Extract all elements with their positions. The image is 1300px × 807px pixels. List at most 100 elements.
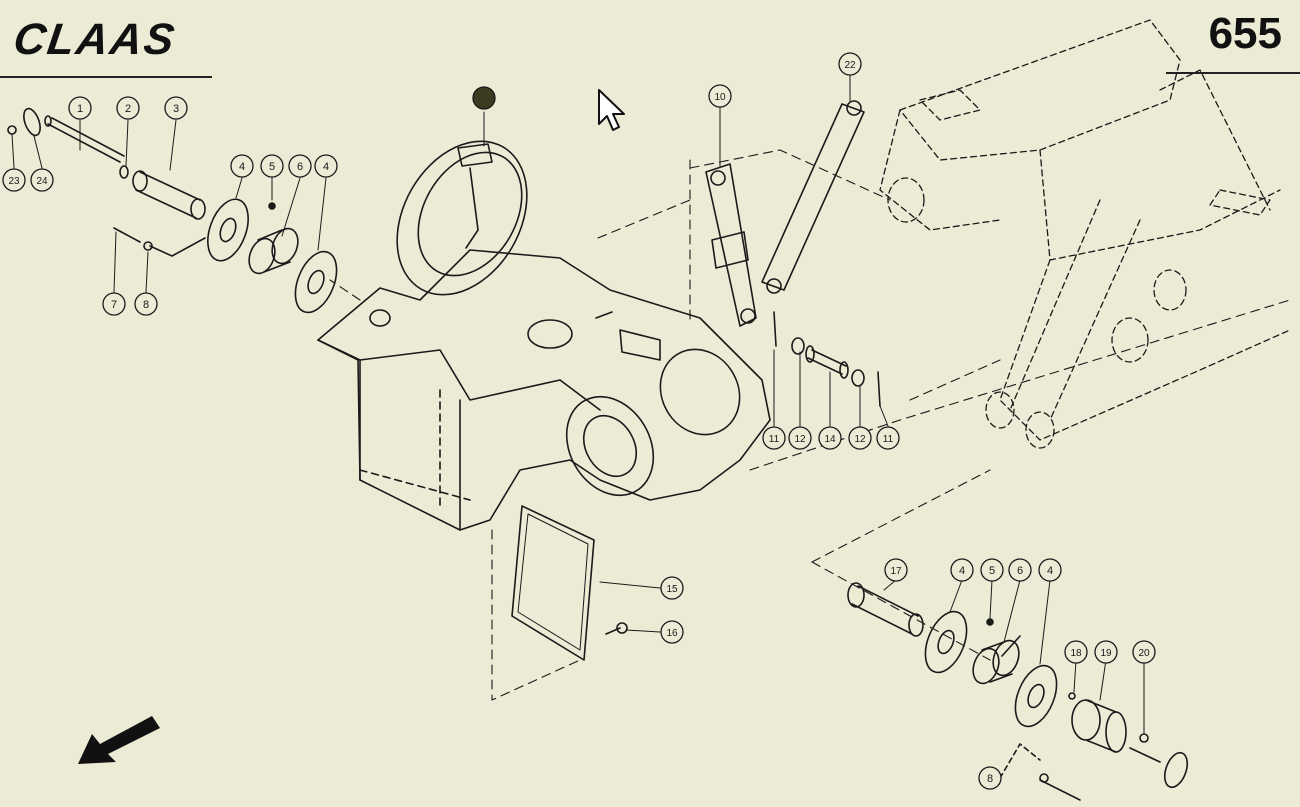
shaft-assembly-right[interactable] [847, 582, 1192, 801]
cover-plate-part[interactable] [511, 505, 628, 661]
callout-c18[interactable]: 18 [1064, 640, 1088, 664]
callout-circle[interactable] [230, 154, 254, 178]
callout-number: 10 [714, 92, 726, 103]
callout-number: 8 [987, 773, 993, 785]
lever-arm-part[interactable] [705, 163, 757, 327]
callout-circle[interactable] [164, 96, 188, 120]
callout-circle[interactable] [660, 576, 684, 600]
gearbox-housing[interactable] [317, 118, 771, 531]
callout-circle[interactable] [884, 558, 908, 582]
bushing-part[interactable] [135, 171, 201, 219]
callout-circle[interactable] [68, 96, 92, 120]
callout-c11b[interactable]: 11 [876, 426, 900, 450]
callout-circle[interactable] [980, 558, 1004, 582]
callout-number: 6 [297, 161, 303, 173]
callout-c8[interactable]: 8 [134, 292, 158, 316]
bearing-part[interactable] [245, 235, 280, 277]
callout-c5a[interactable]: 5 [260, 154, 284, 178]
callout-circle[interactable] [116, 96, 140, 120]
callout-c5b[interactable]: 5 [980, 558, 1004, 582]
callout-number: 24 [36, 176, 48, 187]
callout-leaders-lower [883, 579, 1145, 735]
callout-circle[interactable] [314, 154, 338, 178]
bolt-part[interactable] [47, 117, 125, 163]
callout-circle[interactable] [818, 426, 842, 450]
callout-circle[interactable] [1132, 640, 1156, 664]
callout-number: 17 [890, 566, 902, 577]
callout-c12b[interactable]: 12 [848, 426, 872, 450]
callout-number: 3 [173, 103, 179, 115]
callout-leaders [11, 75, 889, 633]
flange-part[interactable] [200, 194, 256, 266]
pin-assembly-part[interactable] [773, 311, 881, 407]
callout-number: 4 [1047, 565, 1053, 577]
callout-c6a[interactable]: 6 [288, 154, 312, 178]
callout-c3[interactable]: 3 [164, 96, 188, 120]
callout-c15[interactable]: 15 [660, 576, 684, 600]
callout-circle[interactable] [1094, 640, 1118, 664]
callout-c22[interactable]: 22 [838, 52, 862, 76]
callout-number: 7 [111, 299, 117, 311]
callout-circle[interactable] [1038, 558, 1062, 582]
back-arrow-icon[interactable] [74, 712, 164, 768]
callout-c16[interactable]: 16 [660, 620, 684, 644]
machine-frame-outline [879, 19, 1291, 449]
callout-circle[interactable] [762, 426, 786, 450]
callout-c24[interactable]: 24 [30, 168, 54, 192]
callout-c4c[interactable]: 4 [950, 558, 974, 582]
callout-number: 4 [959, 565, 965, 577]
callout-c4a[interactable]: 4 [230, 154, 254, 178]
leader-lines [329, 149, 1291, 701]
callout-number: 1 [77, 103, 83, 115]
callout-number: 16 [666, 628, 678, 639]
callout-circle[interactable] [660, 620, 684, 644]
callout-c14[interactable]: 14 [818, 426, 842, 450]
callout-number: 2 [125, 103, 131, 115]
screw-part[interactable] [113, 227, 141, 243]
callout-c11a[interactable]: 11 [762, 426, 786, 450]
callout-c7[interactable]: 7 [102, 292, 126, 316]
callout-c10[interactable]: 10 [708, 84, 732, 108]
washer-part[interactable] [21, 106, 44, 137]
page-number-underline [1166, 72, 1300, 74]
callout-number: 12 [854, 434, 866, 445]
callout-circle[interactable] [472, 86, 496, 110]
callout-circle[interactable] [134, 292, 158, 316]
callout-circle[interactable] [788, 426, 812, 450]
callout-circle[interactable] [978, 766, 1002, 790]
callout-number: 5 [989, 565, 995, 577]
callout-circle[interactable] [1064, 640, 1088, 664]
callout-circle[interactable] [102, 292, 126, 316]
callout-c8b[interactable]: 8 [978, 766, 1002, 790]
callout-c6b[interactable]: 6 [1008, 558, 1032, 582]
callout-circle[interactable] [708, 84, 732, 108]
callout-c4b[interactable]: 4 [314, 154, 338, 178]
washer-part[interactable] [119, 165, 129, 179]
callout-c12a[interactable]: 12 [788, 426, 812, 450]
callout-number: 11 [883, 434, 894, 445]
callout-number: 6 [1017, 565, 1023, 577]
link-bar-part[interactable] [761, 100, 865, 294]
callout-c1[interactable]: 1 [68, 96, 92, 120]
callout-c4d[interactable]: 4 [1038, 558, 1062, 582]
callout-c2[interactable]: 2 [116, 96, 140, 120]
callout-circle[interactable] [1008, 558, 1032, 582]
callout-number: 19 [1100, 648, 1112, 659]
callout-c17[interactable]: 17 [884, 558, 908, 582]
callout-circle[interactable] [2, 168, 26, 192]
shaft-assembly-left [7, 106, 344, 319]
callout-circle[interactable] [30, 168, 54, 192]
flange-part[interactable] [287, 246, 344, 319]
callout-c23[interactable]: 23 [2, 168, 26, 192]
callout-circle[interactable] [260, 154, 284, 178]
callout-c20[interactable]: 20 [1132, 640, 1156, 664]
callout-c19[interactable]: 19 [1094, 640, 1118, 664]
callout-circle[interactable] [848, 426, 872, 450]
callout-c9[interactable]: 9 [472, 86, 496, 110]
callout-circle[interactable] [876, 426, 900, 450]
callout-circle[interactable] [288, 154, 312, 178]
callout-circle[interactable] [950, 558, 974, 582]
nut-part[interactable] [7, 125, 17, 135]
callout-circle[interactable] [838, 52, 862, 76]
